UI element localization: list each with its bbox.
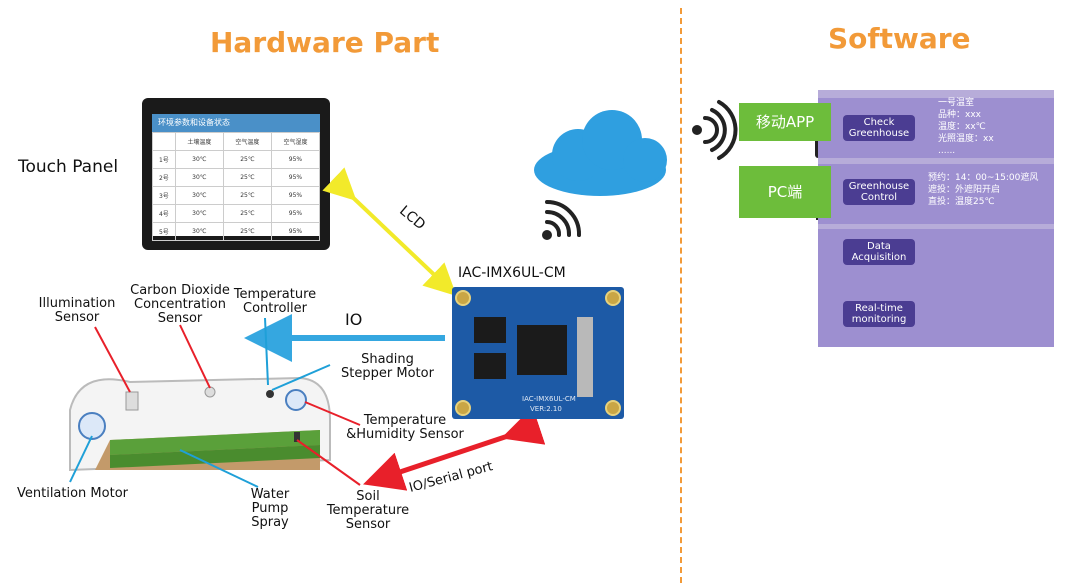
mounting-hole — [605, 400, 621, 416]
greenhouse-control-details: 预约：14：00~15:00遮风 遮投：外遮阳开启 直投：温度25℃ — [928, 173, 1039, 207]
table-header-row: 土壤温度 空气温度 空气湿度 — [152, 132, 321, 151]
realtime-monitoring-button: Real-time monitoring — [843, 301, 915, 327]
cpu-chip — [517, 325, 567, 375]
io-label: IO — [345, 310, 363, 329]
co2-pointer — [179, 324, 211, 389]
section-divider — [680, 8, 682, 583]
illumination-sensor-label: Illumination Sensor — [38, 296, 116, 325]
co2-sensor-label: Carbon Dioxide Concentration Sensor — [130, 283, 230, 326]
screen-header: 环境参数和设备状态 — [152, 114, 320, 132]
shading-pointer — [271, 364, 331, 391]
core-board: IAC-IMX6UL-CM VER:2.10 — [452, 287, 624, 419]
greenhouse-control-button: Greenhouse Control — [843, 179, 915, 205]
table-cell: 25℃ — [222, 222, 272, 241]
software-title: Software — [828, 22, 971, 55]
shading-motor-label: Shading Stepper Motor — [341, 352, 434, 381]
touch-panel-label: Touch Panel — [18, 157, 119, 177]
wifi-icon — [542, 200, 582, 240]
cloud-icon — [534, 110, 667, 196]
temp-humidity-sensor-label: Temperature &Humidity Sensor — [346, 413, 464, 442]
water-pump-pointer — [179, 449, 259, 488]
board-title: IAC-IMX6UL-CM — [458, 265, 566, 281]
mounting-hole — [455, 290, 471, 306]
memory-chip — [474, 353, 506, 379]
memory-chip — [474, 317, 506, 343]
temp-humidity-pointer — [304, 401, 361, 426]
data-acquisition-button: Data Acquisition — [843, 239, 915, 265]
table-cell: 95% — [270, 222, 321, 241]
table-cell: 30℃ — [174, 222, 224, 241]
connector — [577, 317, 593, 397]
mounting-hole — [455, 400, 471, 416]
board-silkscreen: IAC-IMX6UL-CM — [522, 395, 576, 403]
ventilation-motor-label: Ventilation Motor — [16, 486, 128, 501]
soil-temperature-sensor-label: Soil Temperature Sensor — [326, 489, 410, 532]
mounting-hole — [605, 290, 621, 306]
greenhouse-illustration — [69, 376, 331, 472]
hardware-title: Hardware Part — [210, 26, 440, 59]
pc-label: PC端 — [739, 166, 831, 218]
water-pump-label: Water Pump Spray — [250, 487, 290, 530]
check-greenhouse-button: Check Greenhouse — [843, 115, 915, 141]
board-version: VER:2.10 — [530, 405, 562, 413]
mobile-app-label: 移动APP — [739, 103, 831, 141]
lcd-arrow — [322, 167, 457, 297]
serial-arrow — [363, 406, 546, 491]
temperature-controller-label: Temperature Controller — [233, 287, 317, 316]
temp-controller-pointer — [264, 317, 269, 386]
check-greenhouse-details: 一号温室 品种：xxx 温度：xx℃ 光照温度：xx ...... — [938, 98, 994, 156]
ventilation-pointer — [69, 435, 93, 483]
wifi-icon — [692, 100, 738, 160]
illumination-pointer — [94, 326, 131, 393]
soil-pointer — [296, 439, 361, 486]
